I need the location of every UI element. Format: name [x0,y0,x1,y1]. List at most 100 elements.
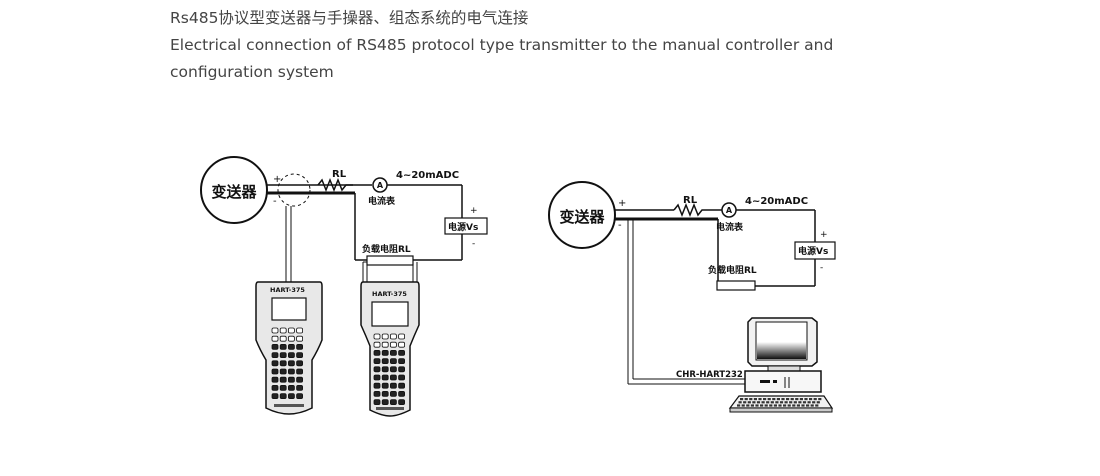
keypad-key [389,366,397,373]
caption: Rs485协议型变送器与手操器、组态系统的电气连接 Electrical con… [170,5,930,86]
right-load-resistor [716,280,756,291]
left-circuit: 变送器 + - RL A 电流表 4~20mADC 电源Vs + - 负载电阻R… [200,156,488,282]
keypad-key [279,352,287,359]
keypad-key [373,349,381,356]
keypad-key [398,374,406,381]
keypad-key [271,393,279,400]
keypad-key [381,358,389,365]
right-transmitter-circle [548,181,616,249]
keypad-key [271,376,279,383]
keypad-key [373,366,381,373]
keypad-key [271,335,279,342]
keypad-key [271,327,279,334]
right-ammeter-symbol: A [726,206,733,215]
keypad-key [287,376,295,383]
keypad-key [373,399,381,406]
right-plus-terminal: + [618,198,626,209]
keypad-key [296,384,304,391]
keypad-key [398,382,406,389]
keypad-key [279,335,287,342]
keypad-key [373,333,381,340]
left-power-label: 电源Vs [448,221,478,233]
device-2-keypad [373,333,406,406]
configuration-computer [728,317,834,413]
keypad-key [389,341,397,348]
computer-system-unit [744,370,822,393]
keypad-key [398,358,406,365]
left-ammeter-label: 电流表 [368,195,396,207]
device-1-model: HART-375 [270,286,305,294]
keypad-key [381,390,389,397]
keypad-key [389,333,397,340]
keypad-key [279,360,287,367]
left-transmitter-label: 变送器 [211,183,257,201]
keypad-key [389,358,397,365]
keypad-key [373,341,381,348]
keypad-key [271,368,279,375]
keypad-key [373,374,381,381]
right-ammeter-label: 电流表 [716,221,744,233]
keypad-key [373,358,381,365]
keypad-key [398,366,406,373]
keypad-key [287,335,295,342]
right-resistor [673,202,722,218]
keypad-key [389,382,397,389]
keypad-key [296,343,304,350]
keypad-key [296,327,304,334]
keypad-key [398,390,406,397]
keypad-key [279,376,287,383]
left-power-plus: + [470,206,478,216]
left-transmitter-circle [200,156,268,224]
keypad-key [279,384,287,391]
keypad-key [389,399,397,406]
left-load-resistor [366,255,414,266]
keypad-key [287,327,295,334]
keypad-key [296,376,304,383]
right-load-label: 负载电阻RL [708,264,757,276]
device-1-screen [271,297,307,321]
right-transmitter-label: 变送器 [559,208,605,226]
keypad-key [381,341,389,348]
left-plus-terminal: + [273,174,281,185]
caption-english-line-1: Electrical connection of RS485 protocol … [170,36,834,54]
keypad-key [381,366,389,373]
left-connection-point [277,173,311,207]
keypad-key [398,341,406,348]
keypad-key [398,333,406,340]
keypad-key [287,343,295,350]
keypad-key [279,343,287,350]
keypad-key [279,393,287,400]
keypad-key [381,349,389,356]
keypad-key [296,335,304,342]
keypad-key [389,374,397,381]
left-resistor-label: RL [332,169,347,180]
right-circuit: 变送器 + - RL A 电流表 4~20mADC 电源Vs + - 负载电阻R… [548,181,836,385]
handheld-communicator-2: HART-375 [360,281,420,417]
keypad-key [296,360,304,367]
left-minus-terminal: - [273,196,277,207]
keypad-key [389,390,397,397]
keypad-key [381,374,389,381]
keypad-key [389,349,397,356]
keypad-key [296,368,304,375]
device-2-model: HART-375 [372,290,407,298]
keypad-key [271,343,279,350]
left-power-supply [444,217,488,235]
keypad-key [381,333,389,340]
keypad-key [271,360,279,367]
keypad-key [373,390,381,397]
keypad-key [287,352,295,359]
left-resistor [317,177,372,193]
keypad-key [398,399,406,406]
keypad-key [287,368,295,375]
keypad-key [296,352,304,359]
handheld-communicator-1: HART-375 [255,281,323,415]
right-minus-terminal: - [618,220,622,231]
keypad-key [381,382,389,389]
keypad-key [287,393,295,400]
right-power-label: 电源Vs [798,245,828,257]
left-power-minus: - [472,239,475,249]
right-resistor-label: RL [683,195,698,206]
keypad-key [287,384,295,391]
